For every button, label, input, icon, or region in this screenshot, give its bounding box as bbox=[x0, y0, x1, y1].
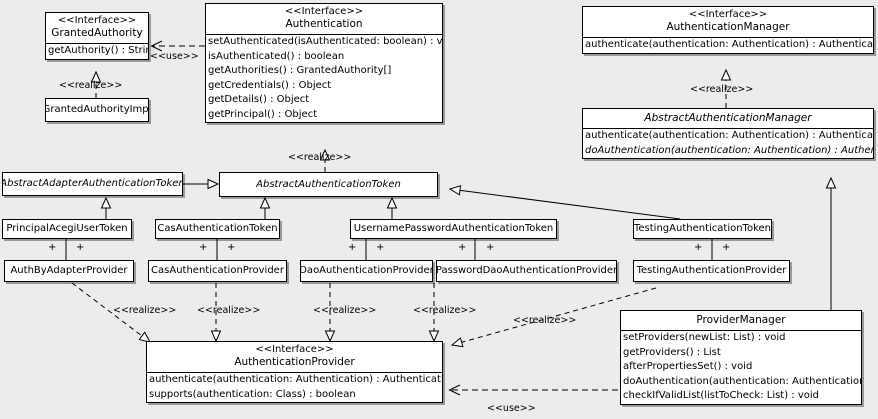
operation: doAuthentication(authentication: Authent… bbox=[623, 375, 862, 387]
class-name: AbstractAuthenticationManager bbox=[644, 112, 812, 124]
class-box-cas-authentication-token[interactable]: CasAuthenticationToken bbox=[155, 219, 280, 239]
class-name: GrantedAuthority bbox=[51, 27, 143, 39]
class-box-password-dao-authentication-provider[interactable]: PasswordDaoAuthenticationProvider bbox=[436, 260, 617, 282]
class-box-abstract-adapter-authentication-token[interactable]: AbstractAdapterAuthenticationToken bbox=[2, 172, 183, 196]
operation: getAuthorities() : GrantedAuthority[] bbox=[208, 65, 392, 76]
operation: supports(authentication: Class) : boolea… bbox=[149, 388, 356, 400]
class-header: ProviderManager bbox=[621, 311, 861, 330]
class-header: AbstractAuthenticationManager bbox=[583, 109, 873, 128]
operation: getDetails() : Object bbox=[208, 94, 310, 105]
class-name: TestingAuthenticationToken bbox=[633, 223, 772, 234]
multiplicity-marker: + bbox=[227, 242, 236, 253]
multiplicity-marker: + bbox=[458, 242, 467, 253]
class-box-abstract-authentication-manager[interactable]: AbstractAuthenticationManager authentica… bbox=[582, 108, 874, 159]
class-operations: authenticate(authentication: Authenticat… bbox=[147, 372, 442, 402]
operation: getCredentials() : Object bbox=[208, 79, 332, 91]
class-box-abstract-authentication-token[interactable]: AbstractAuthenticationToken bbox=[219, 172, 438, 197]
class-box-granted-authority[interactable]: <<Interface>> GrantedAuthority getAuthor… bbox=[45, 12, 149, 60]
edge-label-realize-granted-authority-impl: <<realize>> bbox=[59, 80, 123, 91]
class-name: CasAuthenticationToken bbox=[157, 223, 278, 234]
multiplicity-marker: + bbox=[348, 242, 357, 253]
class-name: DaoAuthenticationProvider bbox=[300, 265, 433, 276]
operation: getProviders() : List bbox=[623, 346, 721, 358]
operation: afterPropertiesSet() : void bbox=[623, 361, 753, 372]
operation: doAuthentication(authentication: Authent… bbox=[585, 144, 873, 156]
edge-label-realize-testing-authentication-provider: <<realize>> bbox=[513, 315, 577, 326]
class-box-auth-by-adapter-provider[interactable]: AuthByAdapterProvider bbox=[4, 260, 134, 282]
operation: getAuthority() : String bbox=[48, 45, 149, 56]
class-name: PasswordDaoAuthenticationProvider bbox=[436, 265, 617, 276]
class-box-dao-authentication-provider[interactable]: DaoAuthenticationProvider bbox=[300, 260, 433, 282]
operation: checkIfValidList(listToCheck: List) : vo… bbox=[623, 390, 820, 401]
operation: authenticate(authentication: Authenticat… bbox=[149, 374, 443, 385]
edge-generalize-testing-authentication-token bbox=[448, 185, 681, 220]
class-box-authentication-manager[interactable]: <<Interface>> AuthenticationManager auth… bbox=[582, 6, 874, 54]
operation: isAuthenticated() : boolean bbox=[208, 50, 345, 62]
class-box-principal-acegi-user-token[interactable]: PrincipalAcegiUserToken bbox=[2, 219, 132, 239]
operation: authenticate(authentication: Authenticat… bbox=[585, 39, 874, 50]
multiplicity-marker: + bbox=[199, 242, 208, 253]
multiplicity-marker: + bbox=[48, 242, 57, 253]
class-stereotype: <<Interface>> bbox=[255, 344, 334, 355]
class-box-testing-authentication-provider[interactable]: TestingAuthenticationProvider bbox=[633, 260, 790, 282]
multiplicity-marker: + bbox=[376, 242, 385, 253]
class-header: <<Interface>> AuthenticationProvider bbox=[147, 342, 442, 372]
class-operations: getAuthority() : String bbox=[46, 43, 148, 59]
class-name: AuthenticationProvider bbox=[234, 356, 355, 368]
class-box-testing-authentication-token[interactable]: TestingAuthenticationToken bbox=[633, 219, 772, 239]
class-name: ProviderManager bbox=[696, 314, 786, 326]
class-name: AuthByAdapterProvider bbox=[10, 265, 128, 276]
operation: setAuthenticated(isAuthenticated: boolea… bbox=[208, 36, 443, 47]
class-name: PrincipalAcegiUserToken bbox=[6, 223, 128, 234]
class-name: AbstractAdapterAuthenticationToken bbox=[2, 178, 183, 189]
class-box-cas-authentication-provider[interactable]: CasAuthenticationProvider bbox=[148, 260, 287, 282]
edge-label-realize-abstract-authentication-token: <<realize>> bbox=[288, 152, 352, 163]
class-box-username-password-authentication-token[interactable]: UsernamePasswordAuthenticationToken bbox=[350, 219, 557, 239]
class-operations: setProviders(newList: List) : void getPr… bbox=[621, 330, 861, 404]
class-name: TestingAuthenticationProvider bbox=[636, 265, 787, 276]
edge-label-realize-password-dao-authentication-provider: <<realize>> bbox=[413, 305, 477, 316]
class-stereotype: <<Interface>> bbox=[284, 6, 364, 17]
class-name: Authentication bbox=[285, 18, 363, 30]
class-name: UsernamePasswordAuthenticationToken bbox=[353, 223, 554, 234]
class-name: CasAuthenticationProvider bbox=[151, 265, 284, 276]
edge-label-realize-cas-authentication-provider: <<realize>> bbox=[197, 305, 261, 316]
edge-label-realize-auth-by-adapter-provider: <<realize>> bbox=[113, 305, 177, 316]
class-stereotype: <<Interface>> bbox=[688, 9, 768, 20]
class-operations: authenticate(authentication: Authenticat… bbox=[583, 128, 873, 158]
operation: authenticate(authentication: Authenticat… bbox=[585, 130, 874, 141]
edge-label-realize-dao-authentication-provider: <<realize>> bbox=[313, 305, 377, 316]
class-header: <<Interface>> Authentication bbox=[206, 4, 442, 34]
operation: getPrincipal() : Object bbox=[208, 108, 318, 120]
edge-label-realize-abstract-authentication-manager: <<realize>> bbox=[690, 84, 754, 95]
class-operations: authenticate(authentication: Authenticat… bbox=[583, 37, 873, 53]
class-box-provider-manager[interactable]: ProviderManager setProviders(newList: Li… bbox=[620, 310, 862, 405]
class-header: <<Interface>> AuthenticationManager bbox=[583, 7, 873, 37]
class-box-authentication-provider[interactable]: <<Interface>> AuthenticationProvider aut… bbox=[146, 341, 443, 403]
multiplicity-marker: + bbox=[722, 242, 731, 253]
edge-label-use-provider-manager-authentication-provider: <<use>> bbox=[487, 403, 536, 414]
class-operations: setAuthenticated(isAuthenticated: boolea… bbox=[206, 34, 442, 122]
multiplicity-marker: + bbox=[694, 242, 703, 253]
multiplicity-marker: + bbox=[76, 242, 85, 253]
class-box-authentication[interactable]: <<Interface>> Authentication setAuthenti… bbox=[205, 3, 443, 123]
class-box-granted-authority-impl[interactable]: GrantedAuthorityImpl bbox=[45, 98, 149, 122]
class-stereotype: <<Interface>> bbox=[57, 15, 137, 26]
operation: setProviders(newList: List) : void bbox=[623, 332, 786, 343]
class-name: AbstractAuthenticationToken bbox=[256, 178, 401, 190]
class-name: AuthenticationManager bbox=[666, 21, 790, 33]
multiplicity-marker: + bbox=[486, 242, 495, 253]
edge-label-use-authentication-granted-authority: <<use>> bbox=[150, 51, 199, 62]
class-name: GrantedAuthorityImpl bbox=[45, 104, 149, 115]
class-header: <<Interface>> GrantedAuthority bbox=[46, 13, 148, 43]
